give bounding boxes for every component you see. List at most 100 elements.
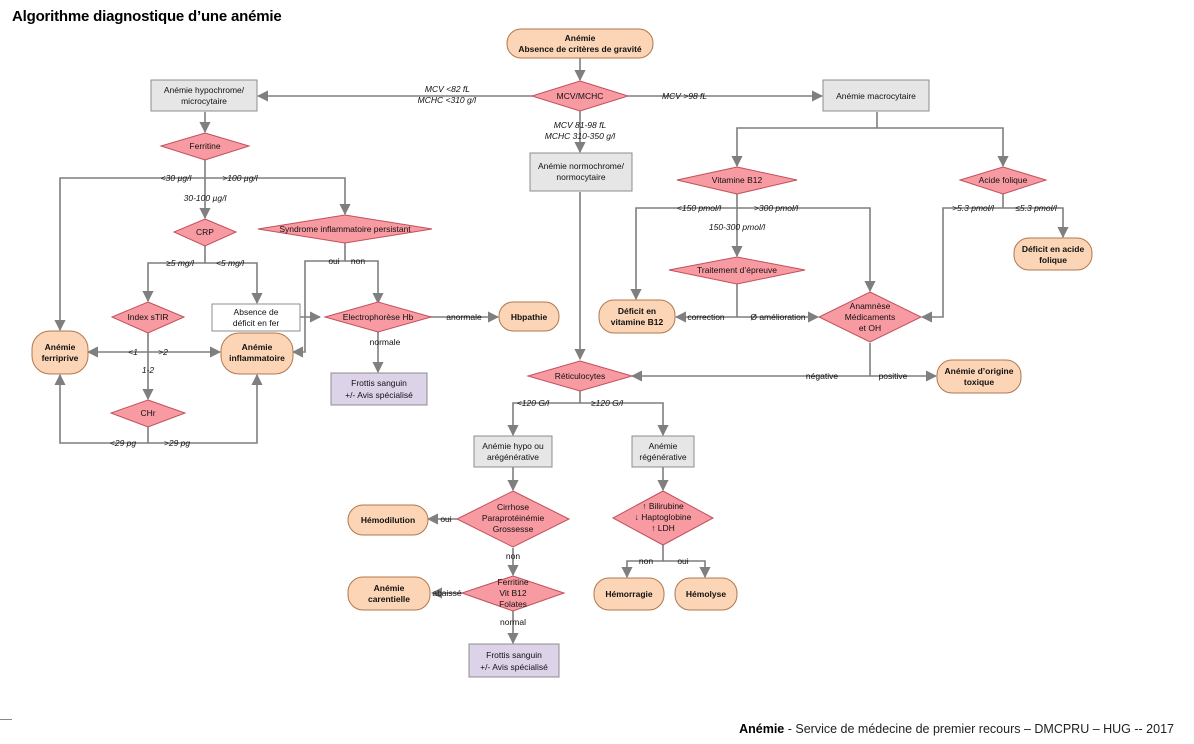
svg-text:Déficit en: Déficit en xyxy=(618,306,656,316)
svg-text:Vit B12: Vit B12 xyxy=(499,588,527,598)
node-acide-folique: Acide folique xyxy=(958,166,1048,195)
svg-text:folique: folique xyxy=(1039,255,1067,265)
node-hbpathie: Hbpathie xyxy=(498,301,560,332)
label-mcv-low-2: MCHC <310 g/l xyxy=(418,95,477,105)
svg-text:Anémie: Anémie xyxy=(242,342,273,352)
node-anemie: Anémie Absence de critères de gravité xyxy=(506,28,654,59)
footer: Anémie - Service de médecine de premier … xyxy=(739,722,1174,736)
label-positive: positive xyxy=(879,371,908,381)
node-anemie-ferriprive: Anémie ferriprive xyxy=(31,330,89,375)
svg-text:Electrophorèse Hb: Electrophorèse Hb xyxy=(343,312,414,322)
svg-text:↑ LDH: ↑ LDH xyxy=(651,523,675,533)
svg-text:CRP: CRP xyxy=(196,227,214,237)
svg-text:Anémie hypochrome/: Anémie hypochrome/ xyxy=(164,85,245,95)
label-normal: normal xyxy=(500,617,526,627)
footer-text: - Service de médecine de premier recours… xyxy=(784,722,1174,736)
edges xyxy=(54,57,1069,645)
label-ret-high: ≥120 G/l xyxy=(591,398,624,408)
label-crp-low: <5 mg/l xyxy=(216,258,245,268)
svg-text:Hémolyse: Hémolyse xyxy=(686,589,726,599)
label-b12-mid: 150-300 pmol/l xyxy=(709,222,766,232)
svg-text:Frottis sanguin: Frottis sanguin xyxy=(351,378,407,388)
svg-text:Index sTIR: Index sTIR xyxy=(127,312,168,322)
svg-text:Ferritine: Ferritine xyxy=(189,141,220,151)
svg-text:+/- Avis spécialisé: +/- Avis spécialisé xyxy=(480,662,548,672)
node-frottis-sanguin-2: Frottis sanguin +/- Avis spécialisé xyxy=(468,643,560,678)
edge-labels: MCV <82 fL MCHC <310 g/l MCV >98 fL MCV … xyxy=(110,84,1058,627)
label-mcv-mid-1: MCV 81-98 fL xyxy=(554,120,607,130)
label-stir-gt2: >2 xyxy=(158,347,168,357)
svg-text:Syndrome inflammatoire persist: Syndrome inflammatoire persistant xyxy=(279,224,411,234)
svg-text:Anémie hypo ou: Anémie hypo ou xyxy=(482,441,544,451)
label-ret-low: <120 G/l xyxy=(517,398,550,408)
svg-text:↓ Haptoglobine: ↓ Haptoglobine xyxy=(635,512,692,522)
label-crp-high: ≥5 mg/l xyxy=(166,258,195,268)
node-index-stir: Index sTIR xyxy=(110,301,186,334)
label-chr-lt: <29 pg xyxy=(110,438,137,448)
label-syndrome-oui: oui xyxy=(328,256,339,266)
label-bili-oui: oui xyxy=(677,556,688,566)
label-fol-low: ≤5.3 pmol/l xyxy=(1015,203,1058,213)
svg-text:et OH: et OH xyxy=(859,323,881,333)
label-ferr-high: >100 µg/l xyxy=(222,173,258,183)
node-bilirubine: ↑ Bilirubine ↓ Haptoglobine ↑ LDH xyxy=(611,490,715,546)
label-fol-high: >5.3 pmol/l xyxy=(952,203,995,213)
svg-text:Ferritine: Ferritine xyxy=(497,577,528,587)
node-reticulocytes: Réticulocytes xyxy=(526,360,634,392)
svg-text:Grossesse: Grossesse xyxy=(493,524,534,534)
svg-text:+/- Avis spécialisé: +/- Avis spécialisé xyxy=(345,390,413,400)
svg-text:Hbpathie: Hbpathie xyxy=(511,312,548,322)
svg-text:Absence de: Absence de xyxy=(234,307,279,317)
node-hemodilution: Hémodilution xyxy=(347,504,429,536)
node-hemolyse: Hémolyse xyxy=(674,577,738,611)
node-anemie-macrocytaire: Anémie macrocytaire xyxy=(822,79,930,112)
svg-text:Anémie: Anémie xyxy=(649,441,678,451)
node-ferritine-vitb12-folates: Ferritine Vit B12 Folates xyxy=(460,575,566,612)
node-traitement-epreuve: Traitement d’épreuve xyxy=(668,256,806,285)
svg-text:Anémie macrocytaire: Anémie macrocytaire xyxy=(836,91,916,101)
svg-text:carentielle: carentielle xyxy=(368,594,410,604)
label-cirrhose-oui: oui xyxy=(440,514,451,524)
svg-text:Réticulocytes: Réticulocytes xyxy=(555,371,606,381)
node-crp: CRP xyxy=(172,218,238,247)
node-anemie-hypochrome: Anémie hypochrome/ microcytaire xyxy=(150,79,258,112)
node-chr: CHr xyxy=(109,399,187,428)
label-mcv-mid-2: MCHC 310-350 g/l xyxy=(545,131,617,141)
page-title: Algorithme diagnostique d’une anémie xyxy=(12,8,282,25)
label-anormale: anormale xyxy=(446,312,482,322)
svg-text:Hémorragie: Hémorragie xyxy=(605,589,653,599)
node-anamnese: Anamnèse Médicaments et OH xyxy=(817,291,923,343)
svg-text:Anémie: Anémie xyxy=(565,33,596,43)
node-cirrhose: Cirrhose Paraprotéinémie Grossesse xyxy=(455,490,571,548)
label-abaisse: abaissé xyxy=(432,588,462,598)
node-syndrome-inflammatoire: Syndrome inflammatoire persistant xyxy=(257,214,433,244)
svg-text:régénérative: régénérative xyxy=(639,452,687,462)
svg-text:inflammatoire: inflammatoire xyxy=(229,353,285,363)
svg-text:ferriprive: ferriprive xyxy=(42,353,79,363)
svg-text:Anémie: Anémie xyxy=(45,342,76,352)
svg-text:Cirrhose: Cirrhose xyxy=(497,502,529,512)
node-anemie-carentielle: Anémie carentielle xyxy=(347,576,431,611)
svg-text:vitamine B12: vitamine B12 xyxy=(611,317,664,327)
label-amelioration: Ø amélioration xyxy=(750,312,806,322)
svg-text:Anémie normochrome/: Anémie normochrome/ xyxy=(538,161,625,171)
node-ferritine: Ferritine xyxy=(159,132,251,161)
node-deficit-vitamine-b12: Déficit en vitamine B12 xyxy=(598,299,676,334)
footer-bold: Anémie xyxy=(739,722,785,736)
node-frottis-sanguin-1: Frottis sanguin +/- Avis spécialisé xyxy=(330,372,428,406)
svg-text:Anémie d’origine: Anémie d’origine xyxy=(945,366,1014,376)
label-ferr-low: <30 µg/l xyxy=(161,173,193,183)
svg-text:MCV/MCHC: MCV/MCHC xyxy=(557,91,604,101)
label-ferr-mid: 30-100 µg/l xyxy=(184,193,228,203)
node-anemie-toxique: Anémie d’origine toxique xyxy=(936,359,1022,394)
svg-text:déficit en fer: déficit en fer xyxy=(233,318,279,328)
node-absence-deficit: Absence de déficit en fer xyxy=(211,303,301,332)
label-mcv-low-1: MCV <82 fL xyxy=(425,84,470,94)
label-bili-non: non xyxy=(639,556,653,566)
label-b12-low: <150 pmol/l xyxy=(677,203,722,213)
label-chr-gt: >29 pg xyxy=(164,438,191,448)
svg-text:microcytaire: microcytaire xyxy=(181,96,227,106)
label-correction: correction xyxy=(687,312,725,322)
